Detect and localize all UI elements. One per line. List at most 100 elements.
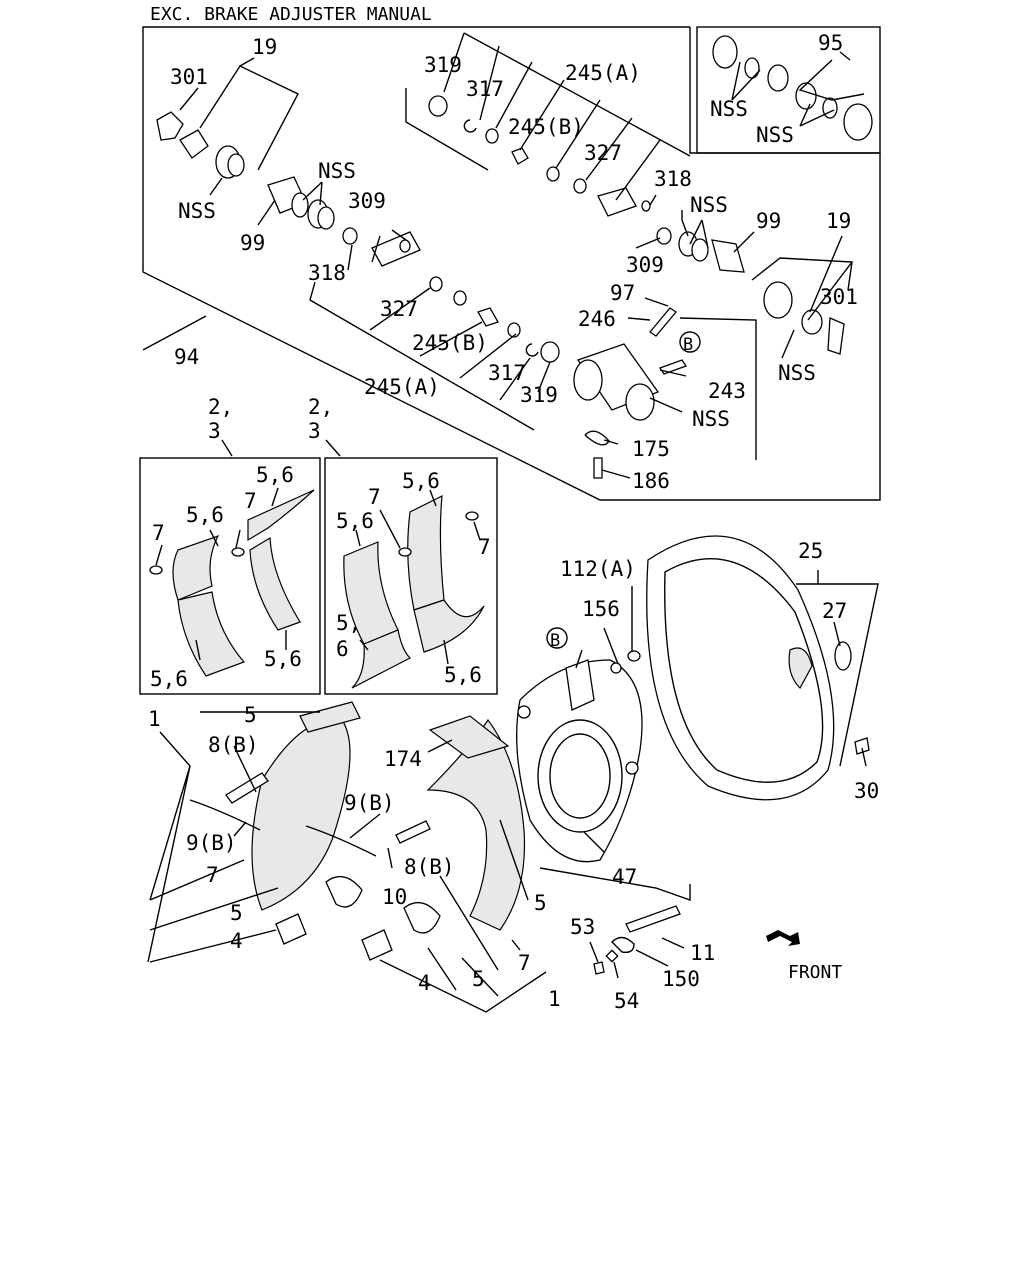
label-319: 319 xyxy=(424,53,462,77)
label-10: 10 xyxy=(382,885,407,909)
label-245a: 245(A) xyxy=(364,375,440,399)
reference-circle-b xyxy=(546,627,568,649)
label-186: 186 xyxy=(632,469,670,493)
label-245b: 245(B) xyxy=(412,331,488,355)
backing-plate-47 xyxy=(516,659,643,863)
label-5: 5 xyxy=(244,703,257,727)
label-94: 94 xyxy=(174,345,199,369)
label-317: 317 xyxy=(488,361,526,385)
label-317: 317 xyxy=(466,77,504,101)
label-327: 327 xyxy=(584,141,622,165)
label-nss: NSS xyxy=(692,407,730,431)
label-5-6: 5,6 xyxy=(186,503,224,527)
label-246: 246 xyxy=(578,307,616,331)
label-7: 7 xyxy=(518,951,531,975)
label-nss: NSS xyxy=(178,199,216,223)
label-5-6: 5,6 xyxy=(402,469,440,493)
label-112a: 112(A) xyxy=(560,557,636,581)
label-319: 319 xyxy=(520,383,558,407)
label-150: 150 xyxy=(662,967,700,991)
label-5: 5 xyxy=(230,901,243,925)
label-7: 7 xyxy=(368,485,381,509)
label-8b: 8(B) xyxy=(404,855,455,879)
callout-labels: 19 301 NSS 99 NSS 319 317 245(A) 245(B) … xyxy=(148,31,879,1013)
label-309: 309 xyxy=(348,189,386,213)
dust-cover-25 xyxy=(646,535,870,801)
reference-circle-b xyxy=(679,331,701,353)
wheel-cylinder-upper-parts xyxy=(156,95,845,479)
front-arrow xyxy=(766,930,800,946)
label-ref-b: B xyxy=(683,335,693,355)
label-1: 1 xyxy=(148,707,161,731)
label-7: 7 xyxy=(244,489,257,513)
label-nss: NSS xyxy=(756,123,794,147)
label-nss: NSS xyxy=(778,361,816,385)
lining-box-right xyxy=(324,457,498,695)
lining-panels-left xyxy=(149,489,315,677)
label-53: 53 xyxy=(570,915,595,939)
label-8b: 8(B) xyxy=(208,733,259,757)
label-11: 11 xyxy=(690,941,715,965)
label-318: 318 xyxy=(654,167,692,191)
diagram-title: EXC. BRAKE ADJUSTER MANUAL xyxy=(150,4,432,25)
label-6: 6 xyxy=(336,637,349,661)
label-156: 156 xyxy=(582,597,620,621)
label-5: 5, xyxy=(336,611,361,635)
label-54: 54 xyxy=(614,989,639,1013)
label-243: 243 xyxy=(708,379,746,403)
label-97: 97 xyxy=(610,281,635,305)
front-label: FRONT xyxy=(788,962,842,983)
label-1: 1 xyxy=(548,987,561,1011)
label-2: 2, xyxy=(308,395,333,419)
label-9b: 9(B) xyxy=(344,791,395,815)
label-301: 301 xyxy=(170,65,208,89)
label-4: 4 xyxy=(418,971,431,995)
label-nss: NSS xyxy=(710,97,748,121)
label-95: 95 xyxy=(818,31,843,55)
label-ref-b: B xyxy=(550,631,560,651)
label-3: 3 xyxy=(308,419,321,443)
label-327: 327 xyxy=(380,297,418,321)
label-309: 309 xyxy=(626,253,664,277)
brake-shoe-front xyxy=(361,715,526,961)
anchor-pin-parts xyxy=(225,650,681,975)
repair-kit-frame-95 xyxy=(696,26,881,154)
label-245b: 245(B) xyxy=(508,115,584,139)
label-174: 174 xyxy=(384,747,422,771)
label-301: 301 xyxy=(820,285,858,309)
label-27: 27 xyxy=(822,599,847,623)
label-47: 47 xyxy=(612,865,637,889)
label-4: 4 xyxy=(230,929,243,953)
label-245a: 245(A) xyxy=(565,61,641,85)
label-7: 7 xyxy=(206,863,219,887)
label-7: 7 xyxy=(478,535,491,559)
label-5: 5 xyxy=(534,891,547,915)
label-7: 7 xyxy=(152,521,165,545)
label-9b: 9(B) xyxy=(186,831,237,855)
label-99: 99 xyxy=(756,209,781,233)
label-5-6: 5,6 xyxy=(336,509,374,533)
label-19: 19 xyxy=(826,209,851,233)
label-5-6: 5,6 xyxy=(444,663,482,687)
repair-kit-parts xyxy=(712,35,873,141)
label-nss: NSS xyxy=(318,159,356,183)
label-5-6: 5,6 xyxy=(256,463,294,487)
label-5-6: 5,6 xyxy=(150,667,188,691)
lower-leader-lines xyxy=(147,570,879,1013)
wheel-cylinder-assembly-frame xyxy=(142,26,881,501)
label-nss: NSS xyxy=(690,193,728,217)
label-2: 2, xyxy=(208,395,233,419)
label-5-6: 5,6 xyxy=(264,647,302,671)
label-25: 25 xyxy=(798,539,823,563)
label-175: 175 xyxy=(632,437,670,461)
label-318: 318 xyxy=(308,261,346,285)
lining-box-left xyxy=(139,457,321,695)
lining-panels-right xyxy=(343,494,485,689)
label-3: 3 xyxy=(208,419,221,443)
upper-leader-lines xyxy=(142,32,865,479)
brake-shoe-rear xyxy=(189,701,377,945)
label-5: 5 xyxy=(472,967,485,991)
label-99: 99 xyxy=(240,231,265,255)
label-30: 30 xyxy=(854,779,879,803)
